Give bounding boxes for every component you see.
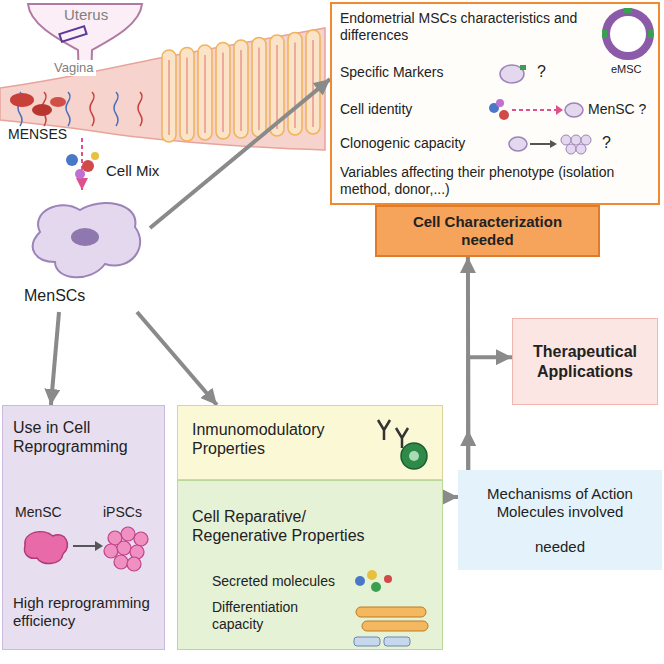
endometrial-fold <box>180 48 194 142</box>
mixed-cell <box>66 154 78 166</box>
node-title: Therapeutical Applications <box>521 342 649 380</box>
node-text: Differentiation capacity <box>212 599 332 633</box>
mixed-cell <box>75 169 85 179</box>
gland <box>295 43 296 129</box>
endometrial-fold <box>252 38 266 138</box>
flow-arrow <box>150 79 330 228</box>
node-title: Cell Characterization needed <box>385 213 590 249</box>
node-text: Variables affecting their phenotype (iso… <box>340 164 650 198</box>
property-panel: Use in Cell ReprogrammingMenSC iPSCsHigh … <box>2 405 165 650</box>
blood-vessel <box>66 92 70 126</box>
flow-arrow <box>443 495 458 499</box>
uterus-section-marker <box>59 26 86 42</box>
node-text: High reprogramming efficiency <box>13 594 158 630</box>
node-text: MenSC ? <box>588 101 658 118</box>
gland <box>259 48 260 131</box>
endometrial-fold <box>216 43 230 140</box>
flow-arrow <box>51 312 59 405</box>
characterization-box: Endometrial MSCs characteristics and dif… <box>330 2 660 205</box>
illustration-label: MENSES <box>6 126 69 143</box>
blood-vessel <box>90 92 94 126</box>
node-text: eMSC <box>611 63 657 76</box>
endometrial-fold <box>234 40 248 138</box>
flow-arrow <box>468 357 512 470</box>
gland <box>313 40 314 127</box>
node-title: Use in Cell Reprogramming <box>13 418 158 456</box>
menstrual-tissue <box>10 93 34 107</box>
node-title: Inmunomodulatory Properties <box>192 420 367 458</box>
endometrial-fold <box>162 50 176 142</box>
node-text: MenSC <box>15 504 75 521</box>
node-text: Cell identity <box>340 101 490 118</box>
illustration-label: Cell Mix <box>104 162 161 180</box>
property-panel: Inmunomodulatory Properties <box>177 405 443 480</box>
gland <box>205 55 206 133</box>
process-box: Therapeutical Applications <box>512 318 658 405</box>
gland <box>169 60 170 135</box>
gland <box>187 58 188 135</box>
node-title: MenSCs <box>24 286 149 305</box>
process-box: Cell Characterization needed <box>375 205 600 257</box>
node-title: Endometrial MSCs characteristics and dif… <box>340 10 580 44</box>
mixed-cell <box>91 152 99 160</box>
node-title: Cell Reparative/ Regenerative Properties <box>192 507 397 545</box>
endometrial-fold <box>198 45 212 140</box>
node-text: ? <box>602 133 622 152</box>
node-text: Clonogenic capacity <box>340 135 505 152</box>
endometrial-fold <box>306 30 320 134</box>
property-panel: Cell Reparative/ Regenerative Properties… <box>177 480 443 650</box>
node-text: Secreted molecules <box>212 573 352 590</box>
illustration-label: Uterus <box>62 6 110 24</box>
mixed-cell <box>82 160 94 172</box>
endometrial-fold <box>288 33 302 136</box>
flow-arrow <box>137 312 217 405</box>
menstrual-tissue <box>32 104 52 116</box>
blood-vessel <box>114 92 118 126</box>
node-text: iPSCs <box>103 504 158 521</box>
menstrual-tissue <box>50 97 66 107</box>
gland <box>277 45 278 129</box>
gland <box>223 53 224 133</box>
gland <box>241 50 242 131</box>
blood-vessel <box>138 92 142 126</box>
process-box: Mechanisms of Action Molecules involved n… <box>458 470 662 570</box>
node-text: Specific Markers <box>340 64 490 81</box>
stem-cell-node: MenSCs <box>20 192 150 312</box>
node-text: ? <box>537 62 557 81</box>
node-title: Mechanisms of Action Molecules involved <box>466 485 654 521</box>
endometrium-tissue <box>0 28 325 150</box>
illustration-label: Vagina <box>52 60 96 76</box>
node-text: needed <box>535 538 585 556</box>
